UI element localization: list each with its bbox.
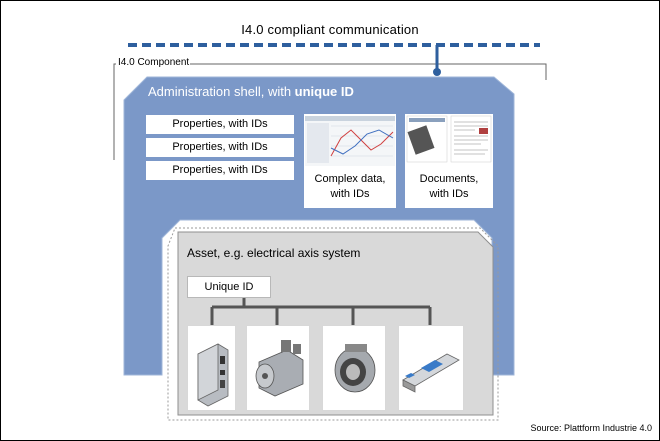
unique-id-box: Unique ID: [187, 276, 271, 298]
admin-shell-title-bold: unique ID: [294, 84, 354, 99]
asset-outline: [167, 227, 499, 421]
linear-axis-photo: [398, 325, 464, 411]
admin-shell-title: Administration shell, with unique ID: [148, 84, 354, 99]
component-label: I4.0 Component: [118, 57, 190, 68]
servo-drive-icon: [197, 343, 229, 407]
property-box: Properties, with IDs: [145, 137, 295, 158]
servo-drive-photo: [187, 325, 236, 411]
documents-thumbnail-icon: [406, 115, 492, 163]
asset-title: Asset, e.g. electrical axis system: [187, 246, 361, 260]
bus-connector-node: [433, 68, 441, 76]
property-box: Properties, with IDs: [145, 160, 295, 181]
complex-data-label-line2: with IDs: [330, 188, 370, 200]
component-bracket-right: [190, 63, 547, 80]
documents-label-line1: Documents,: [419, 173, 479, 185]
documents-card: Documents, with IDs: [405, 114, 493, 208]
gearbox-icon: [334, 344, 376, 393]
page-title: I4.0 compliant communication: [241, 22, 419, 37]
component-bracket: [113, 63, 116, 160]
asset-tree-lines: [210, 296, 432, 325]
gearbox-photo: [322, 325, 386, 411]
source-note: Source: Plattform Industrie 4.0: [530, 423, 652, 433]
documents-label-line2: with IDs: [429, 188, 469, 200]
complex-data-card: Complex data, with IDs: [304, 114, 396, 208]
complex-data-thumbnail-icon: [305, 116, 395, 166]
property-box: Properties, with IDs: [145, 114, 295, 135]
servo-motor-icon: [255, 340, 304, 397]
complex-data-label-line1: Complex data,: [314, 173, 386, 185]
servo-motor-photo: [246, 325, 310, 411]
admin-shell-title-prefix: Administration shell, with: [148, 84, 295, 99]
linear-axis-icon: [402, 353, 460, 393]
